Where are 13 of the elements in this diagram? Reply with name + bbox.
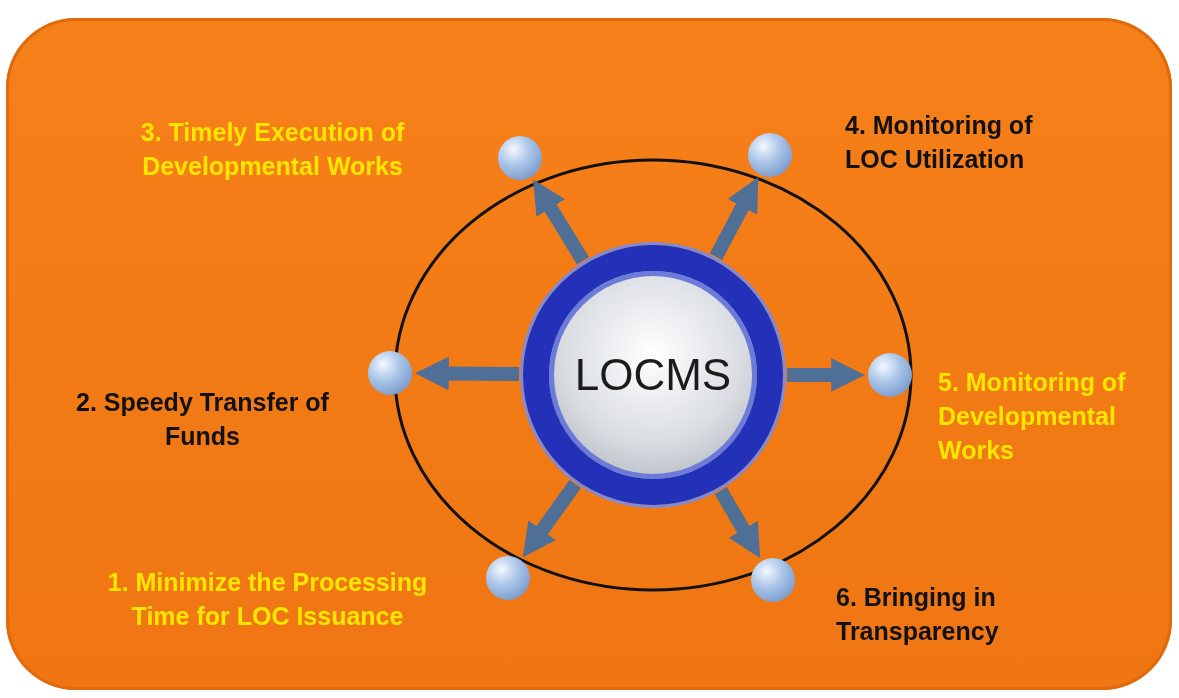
arrow [415, 356, 520, 391]
hub-label: LOCMS [574, 350, 732, 400]
feature-label: 5. Monitoring of Developmental Works [938, 367, 1127, 466]
arrow [533, 179, 589, 265]
feature-label: 3. Timely Execution of Developmental Works [139, 117, 406, 182]
feature-label: 6. Bringing in Transparency [836, 582, 1000, 647]
feature-label: 4. Monitoring of LOC Utilization [845, 110, 1034, 175]
feature-label: 2. Speedy Transfer of Funds [75, 387, 330, 452]
arrow [787, 358, 865, 392]
arrow [522, 480, 581, 558]
arrow [709, 177, 759, 260]
arrow [714, 487, 761, 559]
feature-label: 1. Minimize the Processing Time for LOC Issuance [106, 567, 429, 632]
